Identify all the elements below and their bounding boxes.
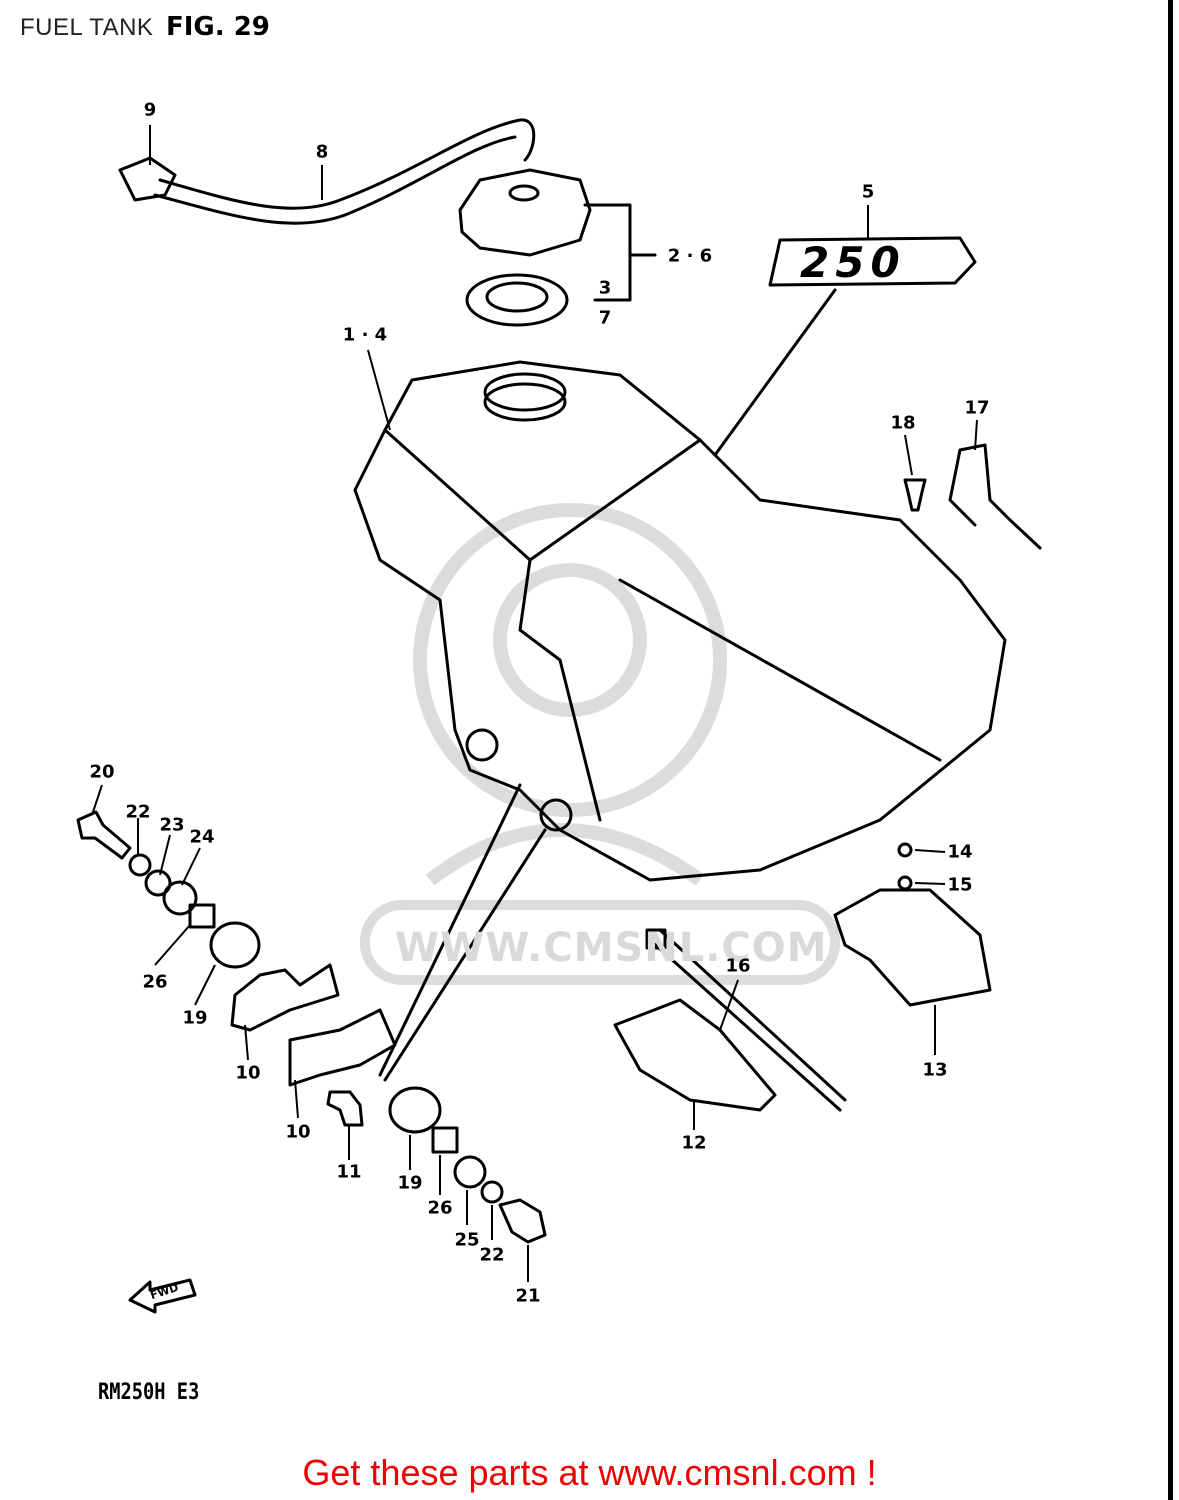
callout-12: 12 bbox=[681, 1132, 707, 1154]
tank-strap-hook bbox=[948, 443, 1042, 550]
callout-26-upper: 26 bbox=[142, 971, 168, 993]
callout-14: 14 bbox=[947, 841, 973, 863]
cushion-19 bbox=[388, 1086, 442, 1134]
screw bbox=[903, 478, 927, 512]
fuel-tank bbox=[353, 360, 1007, 882]
decal-250-text: 250 bbox=[800, 238, 906, 287]
tank-pad bbox=[613, 998, 777, 1112]
callout-15: 15 bbox=[947, 874, 973, 896]
fuel-cap bbox=[458, 168, 592, 257]
callout-2-6: 2 · 6 bbox=[667, 245, 713, 267]
watermark-text: WWW.CMSNL.COM bbox=[395, 925, 828, 971]
fwd-arrow bbox=[128, 1278, 197, 1314]
callout-7: 7 bbox=[598, 307, 612, 329]
watermark-banner bbox=[360, 900, 840, 985]
decal-250-outline bbox=[768, 236, 977, 287]
model-code: RM250H E3 bbox=[98, 1380, 200, 1405]
footer-link-text[interactable]: Get these parts at www.cmsnl.com ! bbox=[302, 1452, 877, 1493]
bolt-20 bbox=[76, 810, 132, 860]
screw-14 bbox=[897, 842, 913, 858]
callout-17: 17 bbox=[964, 397, 990, 419]
callout-13: 13 bbox=[922, 1059, 948, 1081]
callout-20: 20 bbox=[89, 761, 115, 783]
page-border-right bbox=[1168, 0, 1173, 1500]
callout-23: 23 bbox=[159, 814, 185, 836]
bracket-10-upper bbox=[230, 963, 340, 1032]
callout-24: 24 bbox=[189, 826, 215, 848]
bolt-21 bbox=[498, 1198, 547, 1244]
callout-10-lower: 10 bbox=[285, 1121, 311, 1143]
callout-19-upper: 19 bbox=[182, 1007, 208, 1029]
callout-1-4: 1 · 4 bbox=[342, 324, 388, 346]
callout-9: 9 bbox=[143, 99, 157, 121]
tank-strap bbox=[648, 928, 847, 1112]
callout-21: 21 bbox=[515, 1285, 541, 1307]
callout-22-lower: 22 bbox=[479, 1244, 505, 1266]
washer-15 bbox=[897, 875, 913, 891]
callout-25: 25 bbox=[454, 1229, 480, 1251]
callout-10-upper: 10 bbox=[235, 1062, 261, 1084]
hose-clamp bbox=[118, 156, 177, 202]
callout-19-lower: 19 bbox=[397, 1172, 423, 1194]
callout-16: 16 bbox=[725, 955, 751, 977]
figure-number: FIG. 29 bbox=[166, 12, 270, 42]
callout-26-lower: 26 bbox=[427, 1197, 453, 1219]
bolt-11 bbox=[326, 1090, 364, 1127]
callout-11: 11 bbox=[336, 1161, 362, 1183]
fuel-breather-hose bbox=[158, 118, 536, 210]
callout-8: 8 bbox=[315, 141, 329, 163]
callout-22-upper: 22 bbox=[125, 801, 151, 823]
callout-5: 5 bbox=[861, 181, 875, 203]
page-title: FUEL TANK bbox=[20, 14, 154, 41]
tank-cover bbox=[833, 888, 992, 1007]
callout-18: 18 bbox=[890, 412, 916, 434]
callout-3: 3 bbox=[598, 277, 612, 299]
cap-gasket bbox=[465, 273, 569, 327]
